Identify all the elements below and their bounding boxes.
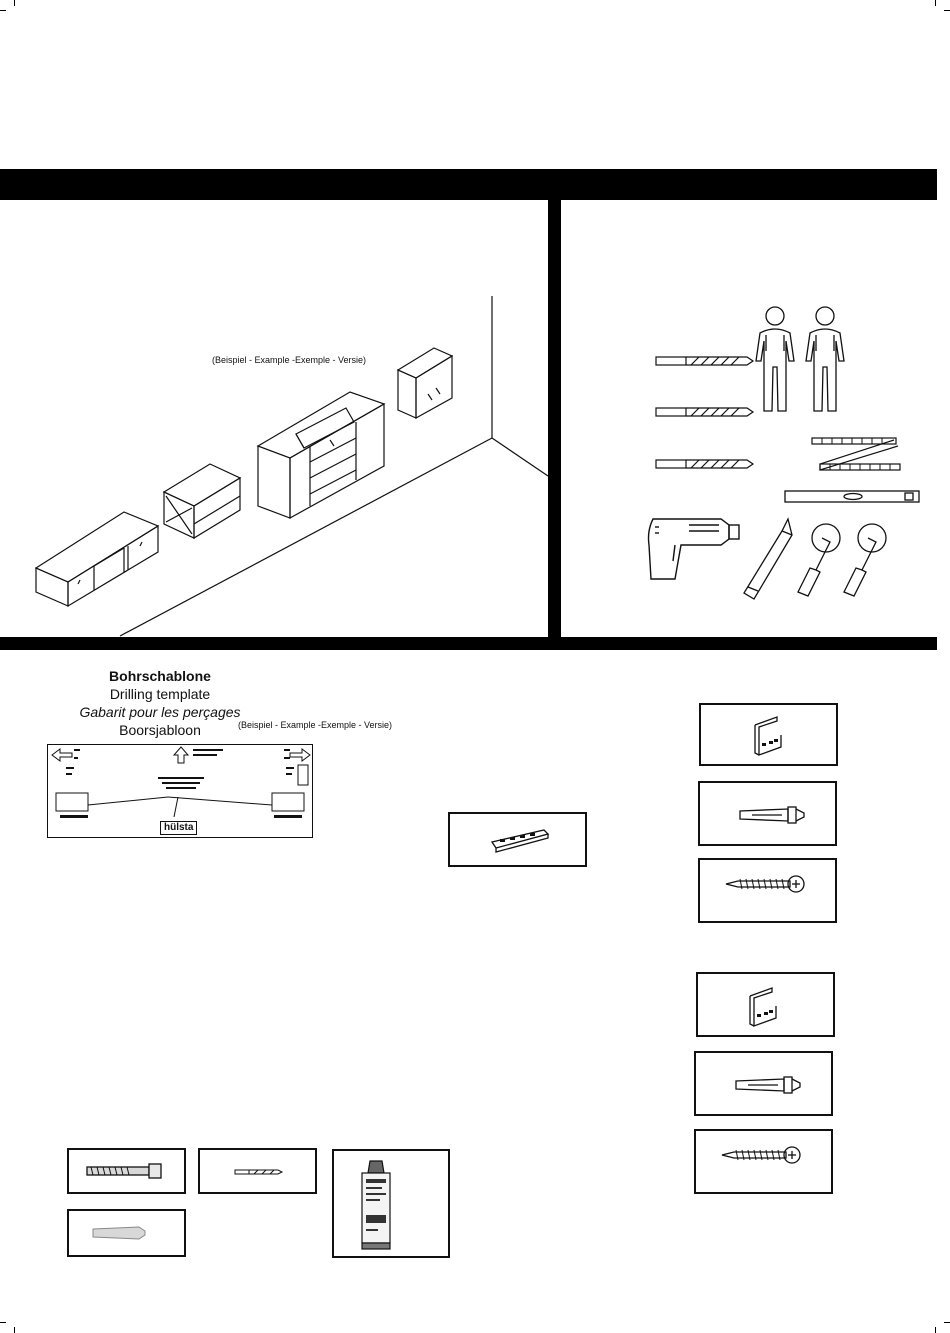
mortar-cartridge-icon bbox=[358, 1159, 394, 1253]
drill-bit-icon bbox=[655, 355, 755, 367]
title-nl: Boorsjabloon bbox=[60, 721, 260, 739]
crop-mark-tr-v bbox=[935, 0, 936, 6]
bracket-box-2 bbox=[696, 972, 835, 1037]
drilling-template-sheet: hülsta bbox=[47, 744, 313, 838]
crop-mark-bl-v bbox=[14, 1327, 15, 1333]
wall-bracket-icon bbox=[748, 986, 778, 1028]
worker-icon bbox=[752, 305, 798, 415]
drill-bit-icon bbox=[655, 458, 755, 470]
bolt-box bbox=[67, 1148, 186, 1194]
brand-logo: hülsta bbox=[160, 821, 197, 835]
crop-mark-tl-v bbox=[14, 0, 15, 6]
screwdriver-icon bbox=[836, 520, 886, 602]
title-de: Bohrschablone bbox=[60, 667, 260, 685]
anchor-box bbox=[67, 1209, 186, 1257]
crop-mark-tr-h bbox=[944, 10, 950, 11]
drill-bit-icon bbox=[655, 406, 755, 418]
bolt-icon bbox=[85, 1162, 165, 1180]
screw-icon bbox=[724, 872, 808, 896]
wall-plug-icon bbox=[734, 1075, 802, 1095]
room-illustration-icon bbox=[0, 200, 548, 637]
crop-mark-br-v bbox=[935, 1327, 936, 1333]
worker-icon bbox=[802, 305, 848, 415]
folding-ruler-icon bbox=[810, 434, 902, 474]
mortar-box bbox=[332, 1149, 450, 1258]
bit-box bbox=[198, 1148, 317, 1194]
power-drill-icon bbox=[645, 515, 745, 583]
drill-bit-icon bbox=[234, 1168, 284, 1176]
connector-box bbox=[448, 812, 587, 867]
plug-box-2 bbox=[694, 1051, 833, 1116]
screw-box-1 bbox=[698, 858, 837, 923]
wall-plug-icon bbox=[738, 805, 806, 825]
anchor-sleeve-icon bbox=[91, 1223, 147, 1243]
hanging-rail-icon bbox=[490, 824, 550, 856]
title-en: Drilling template bbox=[60, 685, 260, 703]
crop-mark-br-h bbox=[944, 1322, 950, 1323]
header-bar bbox=[0, 169, 937, 200]
screw-icon bbox=[720, 1143, 804, 1167]
footer-bar bbox=[0, 637, 937, 650]
wall-bracket-icon bbox=[753, 715, 783, 757]
title-fr: Gabarit pour les perçages bbox=[60, 703, 260, 721]
pencil-icon bbox=[740, 515, 796, 601]
plug-box-1 bbox=[698, 781, 837, 846]
screw-box-2 bbox=[694, 1129, 833, 1194]
crop-mark-bl-h bbox=[0, 1322, 6, 1323]
screwdriver-icon bbox=[790, 520, 840, 602]
section-divider bbox=[548, 200, 561, 637]
example-caption-template: (Beispiel - Example -Exemple - Versie) bbox=[238, 720, 392, 730]
crop-mark-tl-h bbox=[0, 10, 6, 11]
spirit-level-icon bbox=[783, 488, 923, 506]
bracket-box-1 bbox=[699, 703, 838, 766]
